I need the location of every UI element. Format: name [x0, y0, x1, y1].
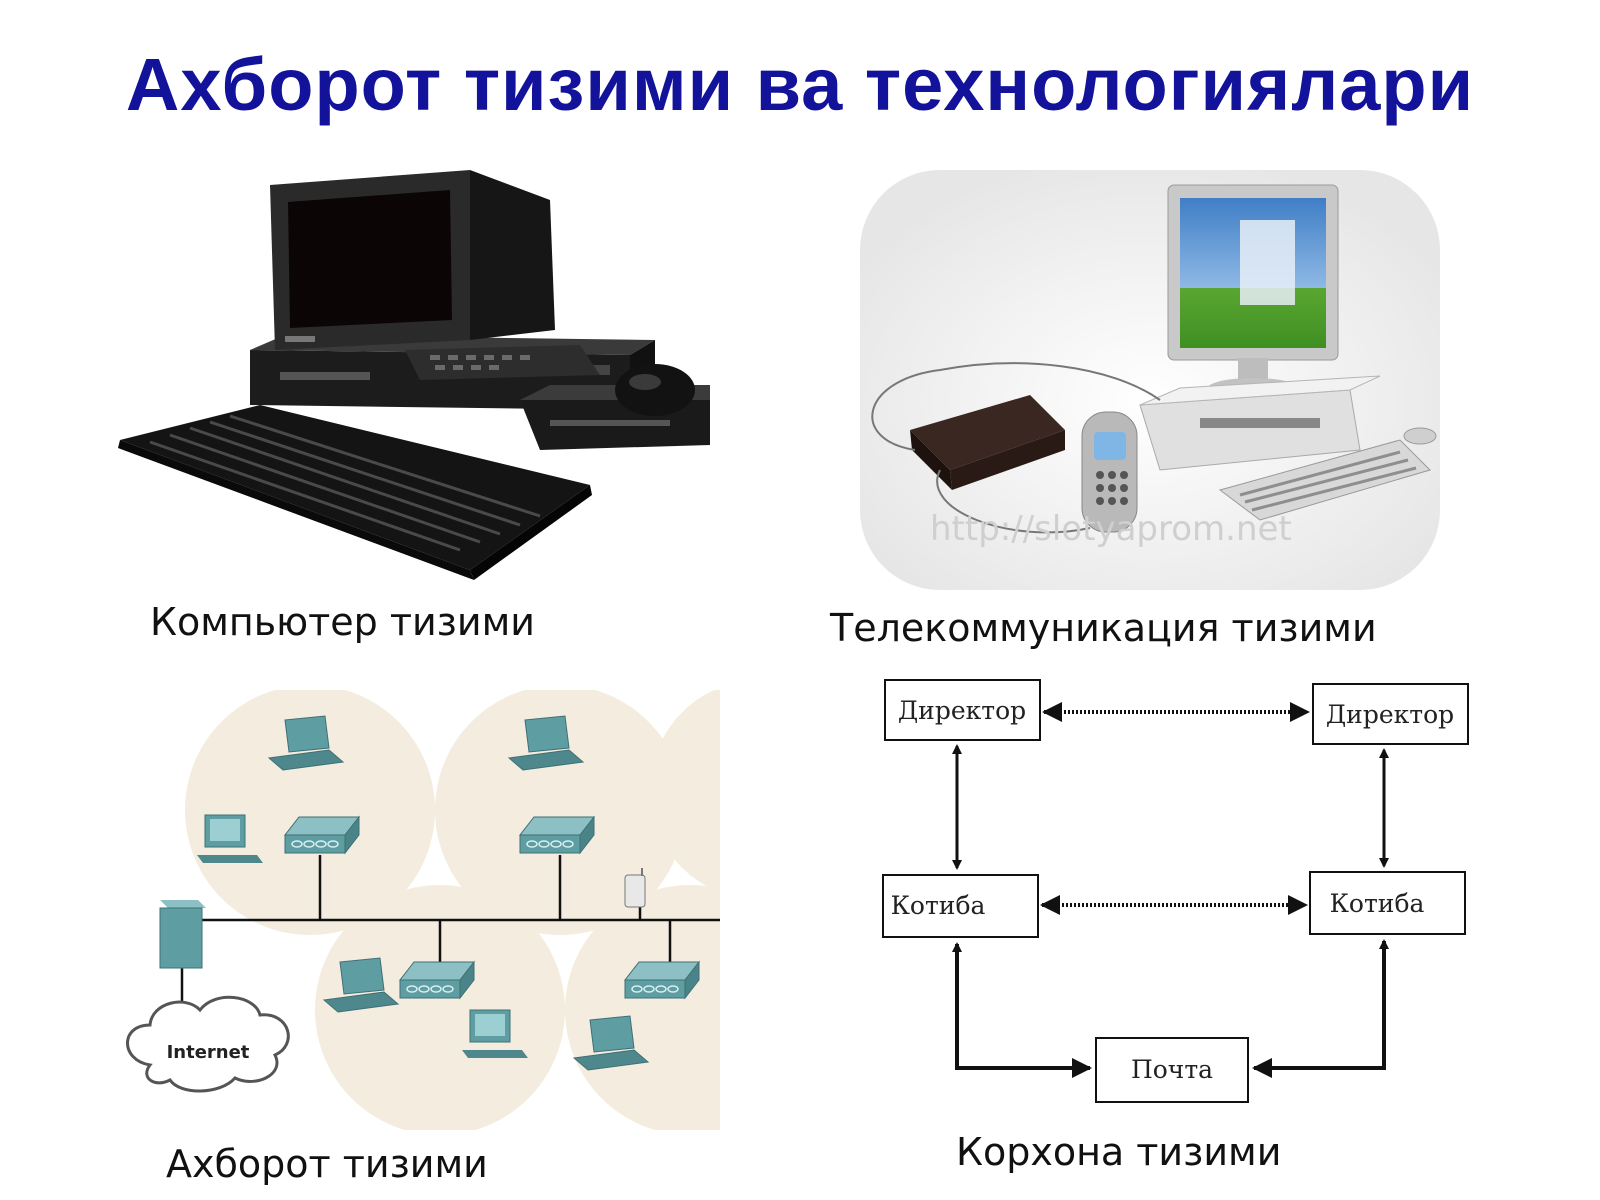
- mouse: [615, 364, 695, 416]
- pda-icon: [624, 868, 646, 908]
- crt-monitor: [270, 170, 555, 350]
- modem: [910, 395, 1065, 490]
- lcd-monitor: [1167, 184, 1339, 398]
- computer-system-illustration: [118, 170, 710, 580]
- hub-icon: [519, 816, 595, 854]
- left-secretary-mail-arrow: [952, 942, 1092, 1078]
- hub-icon: [399, 961, 475, 999]
- cordless-phone: [1081, 411, 1138, 533]
- server: [159, 900, 206, 969]
- right-secretary-mail-arrow: [1252, 939, 1389, 1078]
- telecom-system-illustration: http://slotyaprom.net: [860, 170, 1440, 590]
- computer-system-caption: Компьютер тизими: [150, 600, 535, 644]
- secretary-left-box: Котиба: [882, 874, 1039, 938]
- svg-text:Директор: Директор: [898, 696, 1026, 725]
- cables: [871, 362, 1161, 534]
- svg-text:Котиба: Котиба: [1330, 889, 1425, 918]
- telecom-system-caption: Телекоммуникация тизими: [830, 606, 1377, 650]
- connectors: [952, 702, 1389, 1078]
- svg-text:Почта: Почта: [1131, 1055, 1213, 1084]
- desktop-case: [1139, 375, 1381, 471]
- keyboard: [118, 405, 592, 580]
- mail-box: Почта: [1095, 1037, 1249, 1103]
- director-right-box: Директор: [1312, 683, 1469, 745]
- network-diagram: Internet: [126, 690, 720, 1130]
- network-zones: [185, 690, 720, 1130]
- watermark: http://slotyaprom.net: [930, 509, 1292, 549]
- mouse: [1403, 427, 1437, 445]
- page-title: Ахборот тизими ва технологиялари: [125, 43, 1475, 126]
- information-system-caption: Ахборот тизими: [166, 1142, 488, 1186]
- control-panel: [405, 345, 600, 380]
- internet-cloud-icon: Internet: [126, 995, 290, 1093]
- hub-icon: [284, 816, 360, 854]
- enterprise-system-caption: Корхона тизими: [956, 1130, 1282, 1174]
- hub-icon: [624, 961, 700, 999]
- director-left-box: Директор: [884, 679, 1041, 741]
- enterprise-org-diagram: Директор Директор Котиба Котиба Почта: [882, 679, 1469, 1103]
- internet-label: Internet: [167, 1042, 250, 1063]
- secretary-right-box: Котиба: [1309, 871, 1466, 935]
- keyboard: [1218, 439, 1431, 521]
- svg-text:Директор: Директор: [1326, 700, 1454, 729]
- svg-text:Котиба: Котиба: [891, 891, 986, 920]
